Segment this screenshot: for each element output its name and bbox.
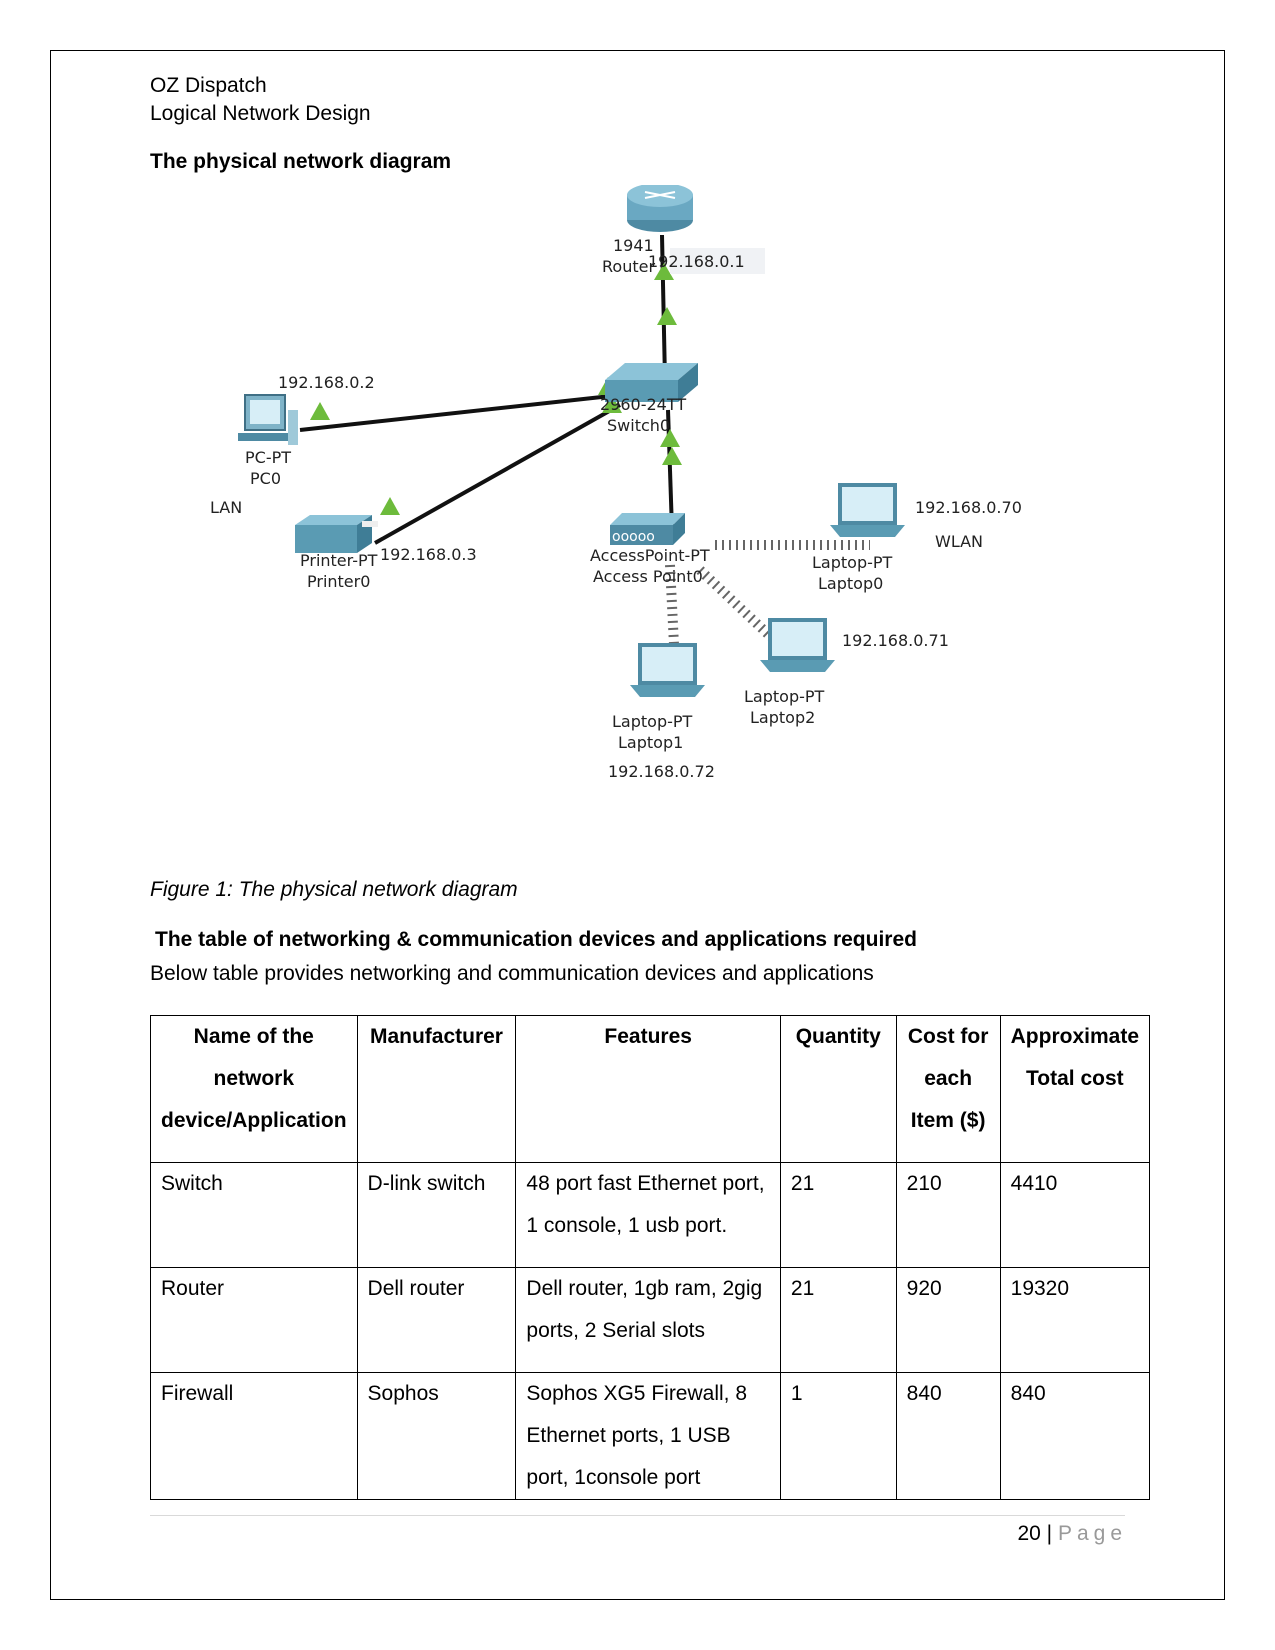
router-ip-label: 192.168.0.1	[648, 252, 745, 271]
router-model-label: 1941	[613, 236, 654, 255]
laptop1-icon	[630, 643, 705, 697]
pc-ip-label: 192.168.0.2	[278, 373, 375, 392]
laptop2-icon	[760, 618, 835, 672]
laptop0-icon	[830, 483, 905, 537]
cell-features: Dell router, 1gb ram, 2gig ports, 2 Seri…	[515, 1267, 781, 1373]
cell-manufacturer: D-link switch	[356, 1162, 517, 1268]
col-header-manufacturer: Manufacturer	[356, 1015, 517, 1163]
ap-model-label: AccessPoint-PT	[590, 546, 710, 565]
laptop0-name-label: Laptop0	[818, 574, 883, 593]
link-switch-pc	[299, 393, 621, 432]
router-icon	[627, 185, 693, 232]
cell-features: Sophos XG5 Firewall, 8 Ethernet ports, 1…	[515, 1372, 781, 1500]
printer-name-label: Printer0	[307, 572, 370, 591]
switch-icon	[605, 363, 698, 402]
link-up-marker	[654, 263, 674, 280]
page-number: 20	[1017, 1522, 1041, 1545]
laptop2-ip-label: 192.168.0.71	[842, 631, 949, 650]
cell-name: Router	[150, 1267, 358, 1373]
section-heading-diagram: The physical network diagram	[150, 150, 452, 173]
col-header-name: Name of the network device/Application	[150, 1015, 358, 1163]
col-header-total: Approximate Total cost	[999, 1015, 1151, 1163]
col-header-quantity: Quantity	[779, 1015, 897, 1163]
laptop0-model-label: Laptop-PT	[812, 553, 893, 572]
header-company: OZ Dispatch	[150, 74, 267, 97]
wlan-label: WLAN	[935, 532, 983, 551]
router-name-label: Router	[602, 257, 655, 276]
cell-name: Firewall	[150, 1372, 358, 1500]
cell-total: 19320	[999, 1267, 1151, 1373]
footer-rule	[150, 1515, 1125, 1516]
switch-model-label: 2960-24TT	[600, 395, 686, 414]
pc-icon	[238, 394, 298, 445]
link-up-marker	[657, 307, 677, 325]
col-header-cost: Cost for each Item ($)	[895, 1015, 1001, 1163]
page-footer: 20 | Page	[1017, 1522, 1127, 1546]
lan-label: LAN	[210, 498, 242, 517]
access-point-icon: ooooo	[610, 513, 685, 545]
table-header-row: Name of the network device/Application M…	[150, 1015, 1151, 1163]
link-up-marker	[602, 395, 622, 413]
laptop0-ip-label: 192.168.0.70	[915, 498, 1022, 517]
printer-icon	[295, 515, 378, 553]
pc-name-label: PC0	[250, 469, 281, 488]
header-doc-title: Logical Network Design	[150, 102, 371, 125]
network-diagram: ooooo 1941 Router 192.168.0.1 2960-24TT …	[210, 185, 1022, 781]
page-separator: |	[1046, 1522, 1053, 1545]
cell-manufacturer: Sophos	[356, 1372, 517, 1500]
section-heading-table: The table of networking & communication …	[155, 928, 917, 951]
laptop1-ip-label: 192.168.0.72	[608, 762, 715, 781]
laptop1-model-label: Laptop-PT	[612, 712, 693, 731]
cell-quantity: 21	[779, 1162, 897, 1268]
cell-cost: 920	[895, 1267, 1001, 1373]
cell-features: 48 port fast Ethernet port, 1 console, 1…	[515, 1162, 781, 1268]
link-switch-accesspoint	[666, 409, 674, 531]
pc-model-label: PC-PT	[245, 448, 291, 467]
laptop2-name-label: Laptop2	[750, 708, 815, 727]
table-intro: Below table provides networking and comm…	[150, 962, 874, 985]
cell-quantity: 21	[779, 1267, 897, 1373]
page-word: Page	[1057, 1522, 1127, 1545]
link-up-marker	[662, 447, 682, 465]
cell-quantity: 1	[779, 1372, 897, 1500]
page-border	[50, 50, 1225, 1600]
wireless-ap-laptop1	[665, 564, 680, 666]
table-row: Switch D-link switch 48 port fast Ethern…	[150, 1162, 1151, 1268]
devices-table: Name of the network device/Application M…	[150, 1015, 1151, 1500]
link-router-switch	[660, 234, 667, 381]
cell-cost: 840	[895, 1372, 1001, 1500]
cell-total: 840	[999, 1372, 1151, 1500]
cell-cost: 210	[895, 1162, 1001, 1268]
printer-model-label: Printer-PT	[300, 551, 378, 570]
cell-name: Switch	[150, 1162, 358, 1268]
table-row: Firewall Sophos Sophos XG5 Firewall, 8 E…	[150, 1372, 1151, 1500]
table-row: Router Dell router Dell router, 1gb ram,…	[150, 1267, 1151, 1373]
cell-manufacturer: Dell router	[356, 1267, 517, 1373]
laptop2-model-label: Laptop-PT	[744, 687, 825, 706]
link-up-marker	[380, 497, 400, 515]
cell-total: 4410	[999, 1162, 1151, 1268]
link-up-marker	[310, 402, 330, 420]
svg-text:ooooo: ooooo	[612, 529, 655, 545]
printer-ip-label: 192.168.0.3	[380, 545, 477, 564]
laptop1-name-label: Laptop1	[618, 733, 683, 752]
ap-name-label: Access Point0	[593, 567, 703, 586]
figure-caption: Figure 1: The physical network diagram	[150, 878, 518, 901]
link-up-marker	[660, 429, 680, 447]
link-switch-printer	[374, 403, 621, 545]
switch-name-label: Switch0	[607, 416, 670, 435]
col-header-features: Features	[515, 1015, 781, 1163]
